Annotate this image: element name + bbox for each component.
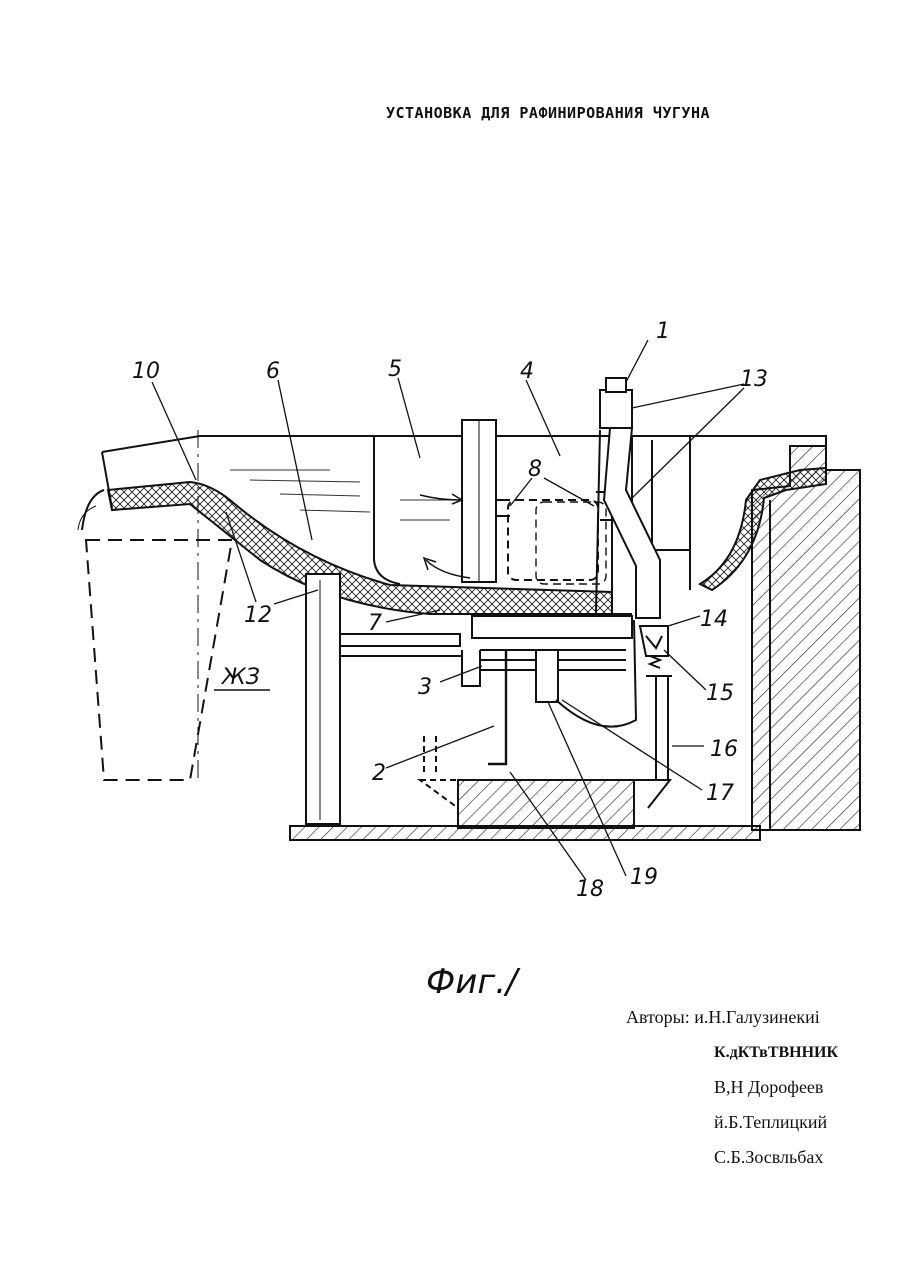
pipe-cap bbox=[600, 390, 632, 428]
author-name: К.дКТвТВННИК bbox=[626, 1035, 838, 1070]
authors-prefix: Авторы: bbox=[626, 1007, 690, 1027]
label-5: 5 bbox=[388, 357, 402, 382]
base-plate bbox=[290, 826, 760, 840]
label-19: 19 bbox=[630, 865, 658, 890]
label-3: 3 bbox=[418, 675, 432, 700]
label-15: 15 bbox=[706, 681, 734, 706]
right-wall bbox=[752, 446, 860, 830]
label-2: 2 bbox=[372, 761, 386, 786]
label-1: 1 bbox=[656, 319, 670, 344]
author-name: й.Б.Теплицкий bbox=[626, 1105, 838, 1140]
pedestal bbox=[458, 780, 634, 828]
ladle bbox=[86, 540, 232, 780]
label-16: 16 bbox=[710, 737, 738, 762]
author-name: В,Н Дорофеев bbox=[626, 1070, 838, 1105]
label-zhz: ЖЗ bbox=[220, 665, 260, 690]
figure-caption: Фиг./ bbox=[426, 962, 518, 1002]
label-13: 13 bbox=[740, 367, 768, 392]
authors-block: Авторы: и.Н.Галузинекиі К.дКТвТВННИК В,Н… bbox=[626, 1000, 838, 1175]
label-18: 18 bbox=[576, 877, 604, 902]
author-name: С.Б.Зосвльбах bbox=[626, 1140, 838, 1175]
label-7: 7 bbox=[368, 611, 382, 636]
label-6: 6 bbox=[266, 359, 280, 384]
label-17: 17 bbox=[706, 781, 734, 806]
label-14: 14 bbox=[700, 607, 728, 632]
label-10: 10 bbox=[132, 359, 160, 384]
label-8: 8 bbox=[528, 457, 542, 482]
bottom-plate bbox=[472, 616, 632, 638]
author-name: и.Н.Галузинекиі bbox=[694, 1007, 819, 1027]
label-4: 4 bbox=[520, 359, 534, 384]
left-post bbox=[306, 574, 340, 824]
label-12: 12 bbox=[244, 603, 272, 628]
